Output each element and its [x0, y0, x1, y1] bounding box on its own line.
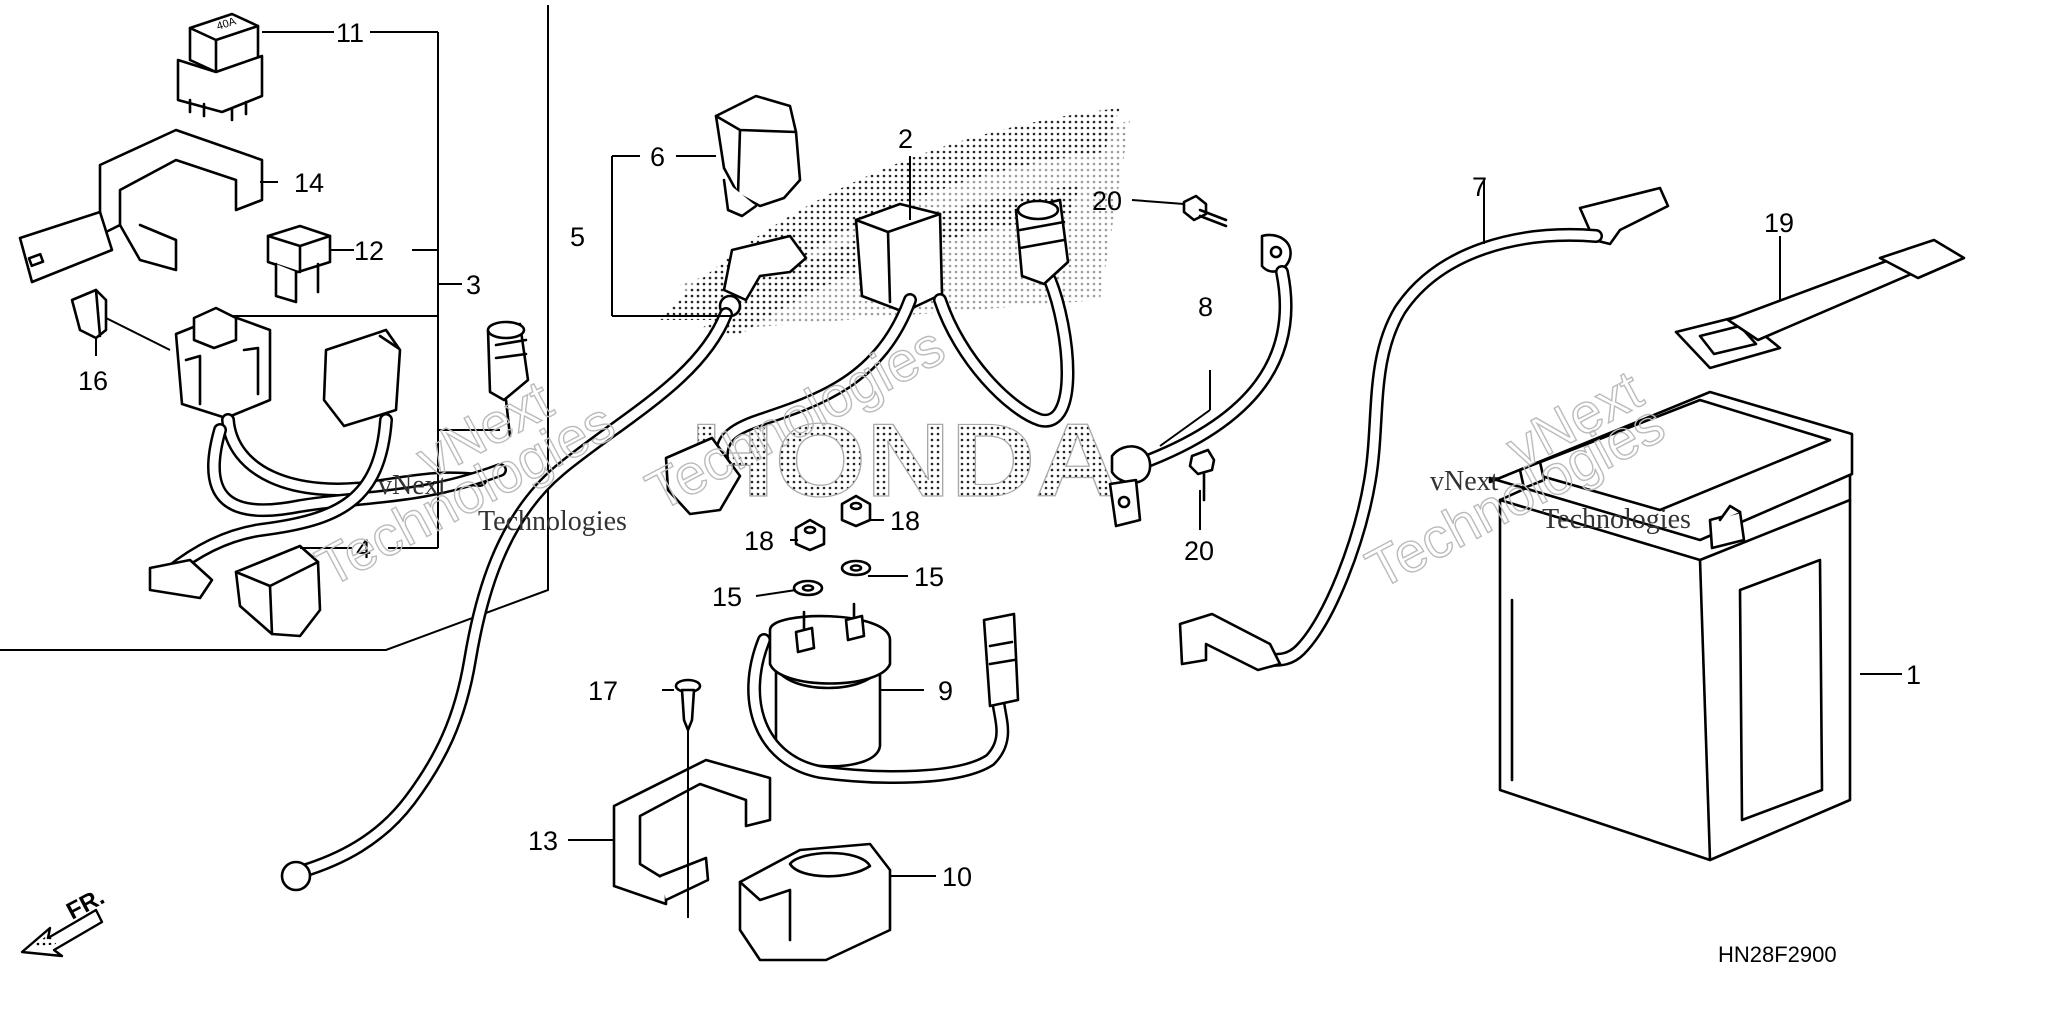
svg-text:vNext: vNext — [378, 470, 447, 501]
callout-16: 16 — [78, 366, 108, 396]
callout-20-upper: 20 — [1092, 186, 1122, 216]
diagram-code: HN28F2900 — [1718, 942, 1837, 967]
svg-text:Technologies: Technologies — [1542, 504, 1691, 535]
callout-10: 10 — [942, 862, 972, 892]
clip-16 — [70, 288, 108, 340]
callout-7: 7 — [1472, 172, 1487, 202]
callout-3: 3 — [466, 270, 481, 300]
callout-14: 14 — [294, 168, 324, 198]
subassembly-frame — [0, 5, 549, 651]
svg-text:Technologies: Technologies — [478, 506, 627, 537]
nut-18-right — [840, 494, 872, 528]
callout-labels: 1 2 3 4 5 6 7 8 9 10 11 12 13 14 15 15 1… — [78, 18, 1921, 892]
callout-9: 9 — [938, 676, 953, 706]
sub-harness-3 — [148, 306, 530, 600]
fuse-12 — [266, 224, 332, 304]
callout-8: 8 — [1198, 292, 1213, 322]
callout-1: 1 — [1906, 660, 1921, 690]
callout-19: 19 — [1764, 208, 1794, 238]
nut-18-left — [794, 518, 826, 552]
battery-band-19 — [1674, 238, 1966, 370]
negative-cable-8 — [1108, 194, 1293, 528]
relay-marking: 40A — [215, 15, 238, 33]
callout-13: 13 — [528, 826, 558, 856]
main-relay-11: 40A — [176, 12, 264, 122]
callout-11: 11 — [336, 18, 364, 48]
callout-18-left: 18 — [744, 526, 774, 556]
washer-15-right — [840, 559, 872, 577]
front-direction-marker: FR. — [20, 883, 109, 958]
callout-2: 2 — [898, 124, 913, 154]
washer-15-left — [792, 579, 824, 597]
front-direction-label: FR. — [62, 883, 109, 925]
positive-cable-7 — [1178, 186, 1670, 672]
leader-lines — [95, 31, 1902, 918]
callout-20-lower: 20 — [1184, 536, 1214, 566]
callout-15-left: 15 — [712, 582, 742, 612]
relay-cover-10 — [738, 842, 892, 962]
battery-1 — [1488, 390, 1854, 862]
bracket-14 — [18, 128, 264, 284]
honda-logo-lettering: HONDA — [690, 403, 1120, 519]
terminal-cap-6 — [714, 94, 802, 218]
callout-5: 5 — [570, 222, 585, 252]
callout-18-right: 18 — [890, 506, 920, 536]
starter-switch-9 — [747, 602, 1020, 784]
callout-15-right: 15 — [914, 562, 944, 592]
cable-cover-2 — [854, 202, 944, 314]
callout-12: 12 — [354, 236, 384, 266]
screw-17 — [674, 678, 702, 732]
starter-cable-5 — [280, 198, 1075, 892]
svg-text:vNext: vNext — [1430, 466, 1499, 497]
terminal-cover-4 — [234, 544, 322, 638]
callout-6: 6 — [650, 142, 665, 172]
callout-4: 4 — [356, 534, 371, 564]
callout-17: 17 — [588, 676, 618, 706]
